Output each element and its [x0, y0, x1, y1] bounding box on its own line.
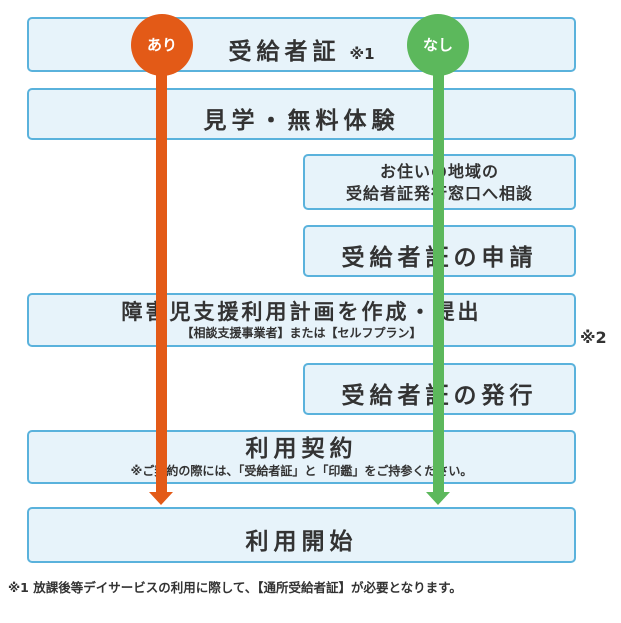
- yes-circle: あり: [131, 14, 193, 76]
- cert-title: 受給者証: [228, 39, 341, 65]
- cert-box: 受給者証 ※1: [27, 17, 576, 72]
- contract-box: 利用契約 ※ご契約の際には、「受給者証」と「印鑑」をご持参ください。: [27, 430, 576, 484]
- plan-box: 障害児支援利用計画を作成・提出 【相談支援事業者】または【セルフプラン】: [27, 293, 576, 347]
- contract-title: 利用契約: [245, 436, 358, 462]
- plan-subtitle: 【相談支援事業者】または【セルフプラン】: [181, 326, 422, 340]
- footnote: ※1 放課後等デイサービスの利用に際して、【通所受給者証】が必要となります。: [8, 580, 462, 595]
- yes-path-arrow: [149, 492, 173, 505]
- yes-path-line: [156, 48, 167, 494]
- start-title: 利用開始: [245, 529, 358, 555]
- no-circle: なし: [407, 14, 469, 76]
- cert-note-mark: ※1: [349, 45, 375, 63]
- tour-box: 見学・無料体験: [27, 88, 576, 140]
- no-path-arrow: [426, 492, 450, 505]
- tour-title: 見学・無料体験: [203, 108, 400, 134]
- plan-side-note: ※2: [580, 328, 607, 347]
- contract-note: ※ご契約の際には、「受給者証」と「印鑑」をご持参ください。: [130, 464, 473, 478]
- start-box: 利用開始: [27, 507, 576, 563]
- plan-title: 障害児支援利用計画を作成・提出: [121, 300, 482, 324]
- no-path-line: [433, 48, 444, 494]
